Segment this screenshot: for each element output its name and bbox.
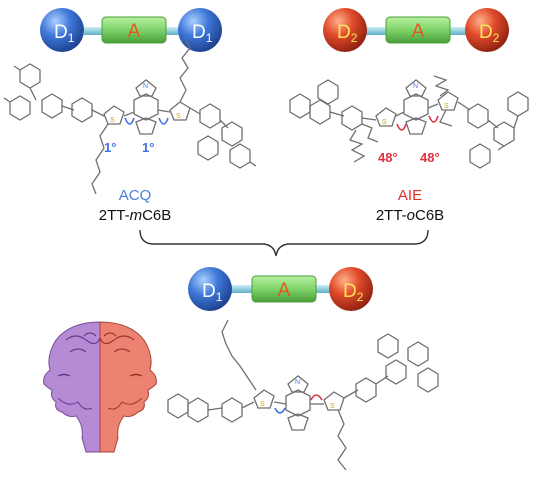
donor-d1-sphere [40,8,84,52]
angle-label-right: 1° [142,140,154,155]
merge-brace [139,229,429,257]
svg-text:N: N [413,83,418,90]
svg-text:S: S [330,403,335,410]
top-left-dad-schematic: D1 A D1 [40,8,222,52]
angle-arc [274,407,286,414]
donor-d2-sphere [323,8,367,52]
angle-arc [124,117,135,125]
svg-text:N: N [143,83,148,90]
acceptor-label: A [278,280,291,301]
svg-text:S: S [110,117,115,124]
donor-label: D1 [202,281,223,304]
acq-label: ACQ [119,187,152,204]
donor-d2-sphere [465,8,509,52]
angle-label-left: 48° [378,150,398,165]
janus-head-illustration [43,321,157,453]
donor-label: D1 [192,22,213,45]
donor-label: D1 [54,22,75,45]
molecule-2tt-mc6b-oc6b: S N S [167,319,439,471]
donor-d1-sphere [178,8,222,52]
molecule-2tt-oc6b: S N S [289,75,529,169]
acceptor-label: A [412,21,425,42]
angle-arc [310,394,323,401]
svg-text:S: S [176,113,181,120]
acceptor-label: A [128,21,141,42]
acceptor-block [101,16,167,44]
acceptor-block [385,16,451,44]
angle-arc [428,115,439,123]
dihedral-markers-left: 1° 1° [104,117,169,155]
donor-d1-sphere [188,267,232,311]
dihedral-markers-bottom [274,394,323,414]
svg-text:N: N [295,379,300,386]
angle-label-left: 1° [104,140,116,155]
bottom-dad-schematic: D1 A D2 [188,267,373,311]
top-right-dad-schematic: D2 A D2 [323,8,509,52]
dihedral-markers-right: 48° 48° [378,115,440,165]
angle-arc [396,123,407,131]
donor-label: D2 [343,281,364,304]
donor-d2-sphere [329,267,373,311]
angle-arc [158,117,169,125]
svg-text:S: S [382,119,387,126]
donor-label: D2 [337,22,358,45]
angle-label-right: 48° [420,150,440,165]
compound-name-left: 2TT-mC6B [99,207,172,224]
compound-name-right: 2TT-oC6B [376,207,444,224]
donor-label: D2 [479,22,500,45]
svg-text:S: S [260,401,265,408]
acceptor-block [251,275,317,303]
aie-label: AIE [398,187,422,204]
svg-text:S: S [444,103,449,110]
molecule-2tt-mc6b: S N S [3,39,257,195]
